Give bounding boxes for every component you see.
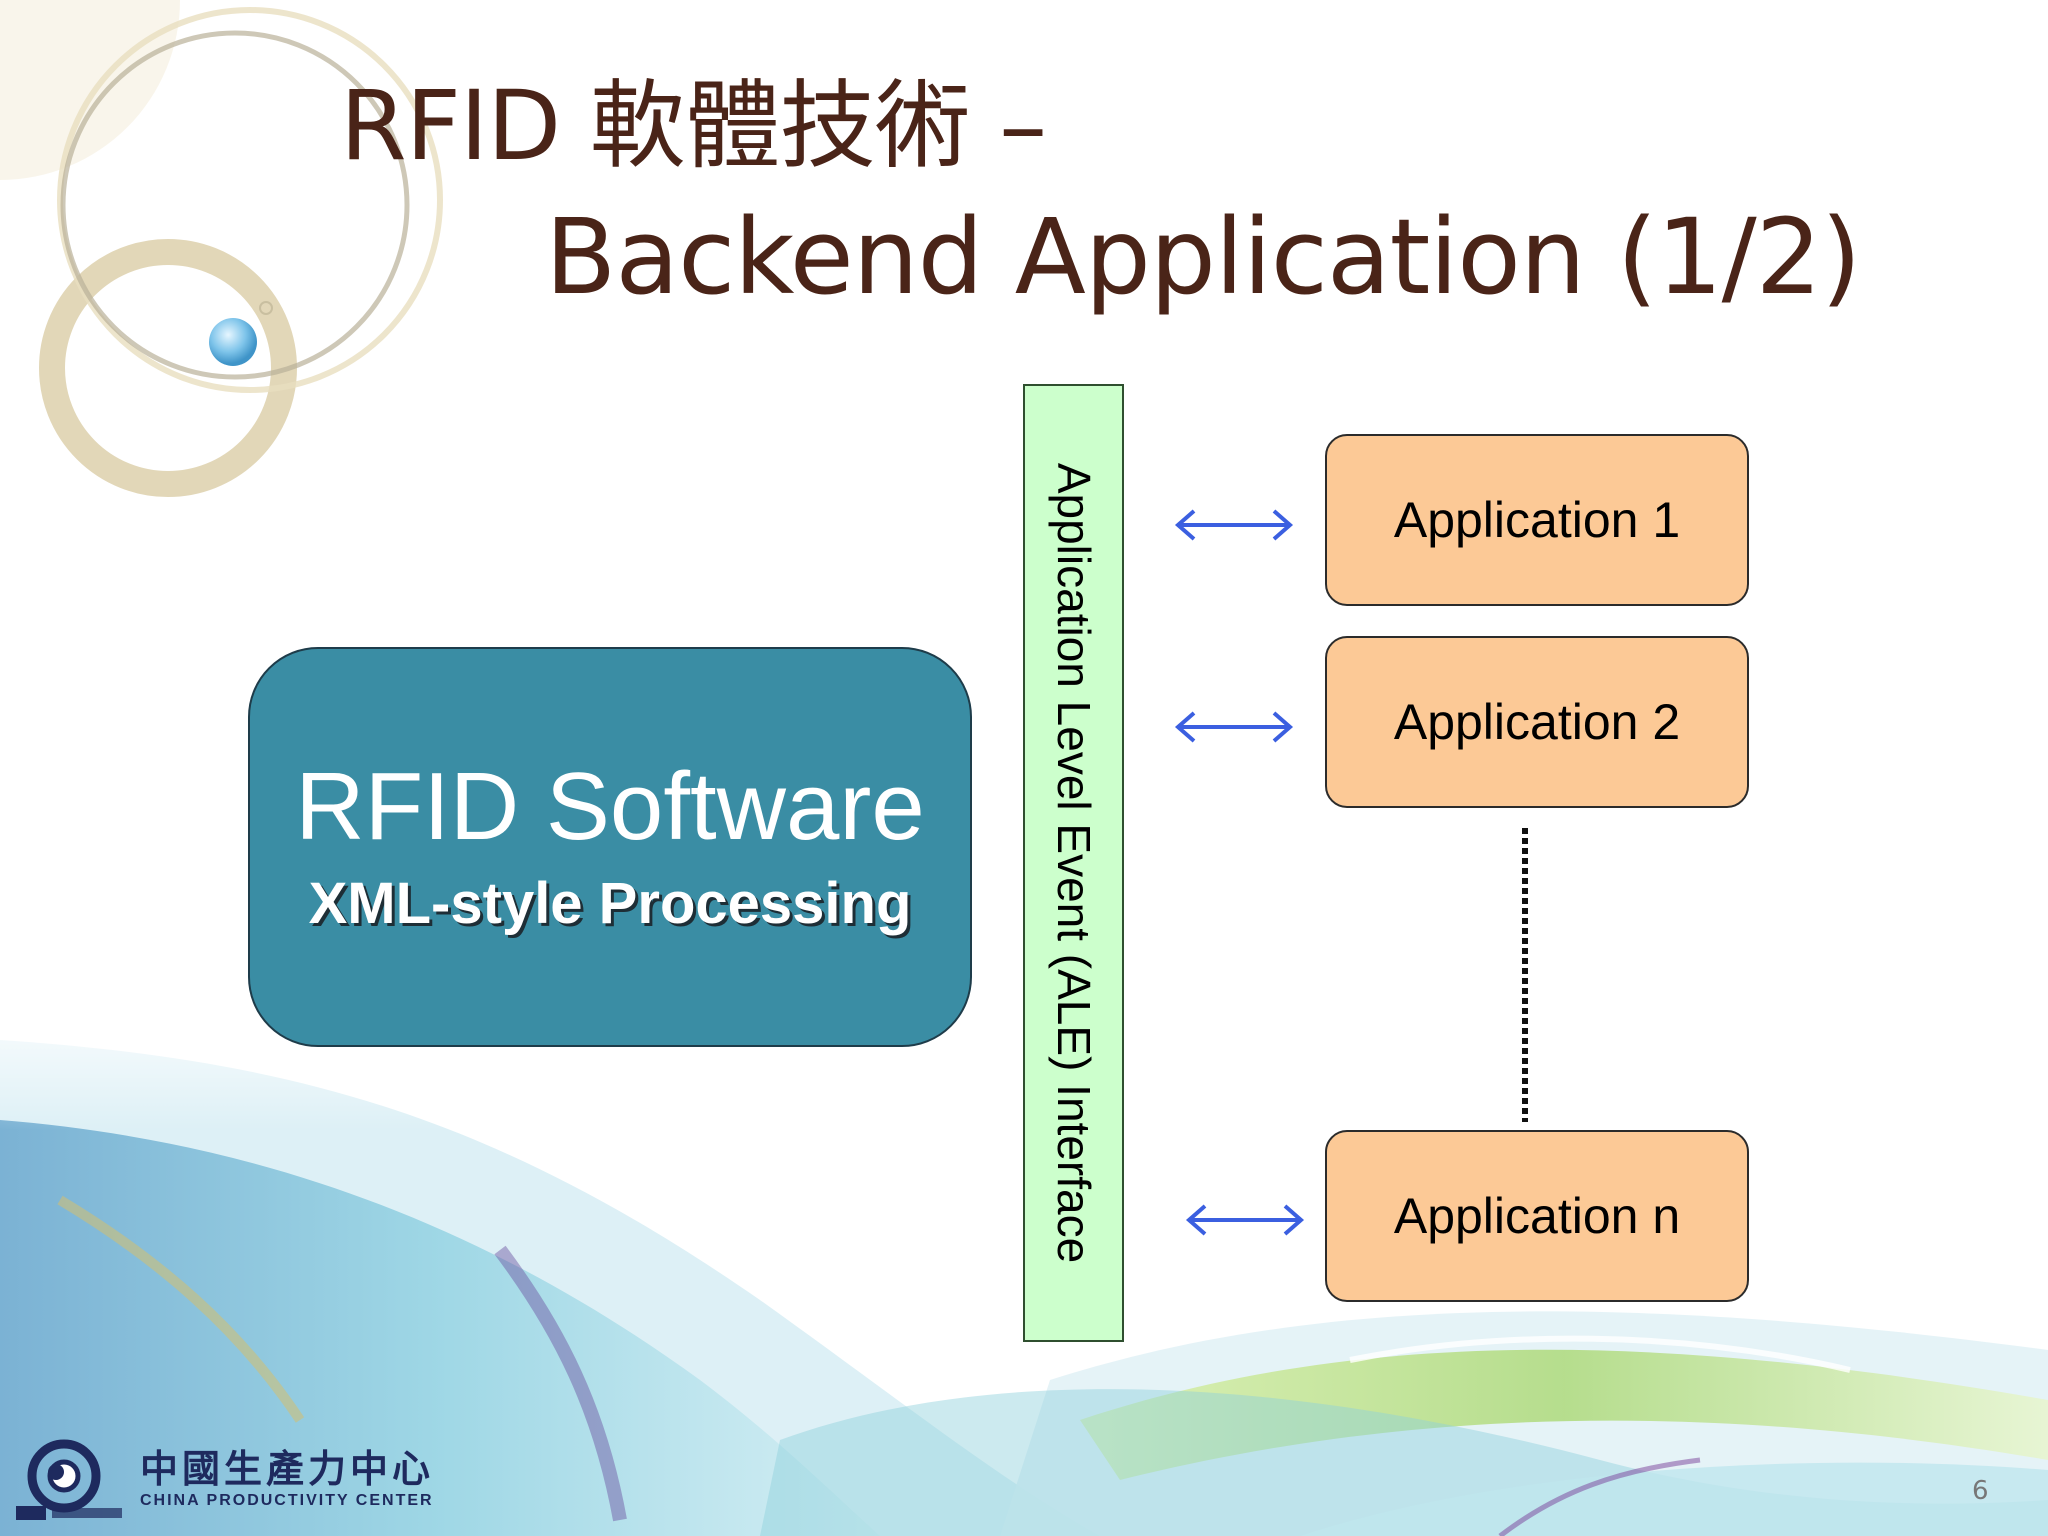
cpc-logo: 中國生產力中心 CHINA PRODUCTIVITY CENTER — [12, 1436, 472, 1526]
slide-title-line2: Backend Application (1/2) — [545, 196, 1861, 318]
software-box-title: RFID Software — [295, 753, 925, 860]
application-box-n: Application n — [1325, 1130, 1749, 1302]
cpc-logo-mark-icon — [16, 1439, 122, 1520]
ale-interface-label: Application Level Event (ALE) Interface — [1047, 462, 1100, 1264]
double-arrow-icon — [1174, 711, 1294, 743]
logo-chinese-name: 中國生產力中心 — [140, 1447, 435, 1491]
double-arrow-icon — [1185, 1204, 1305, 1236]
application-label: Application n — [1393, 1188, 1681, 1244]
slide-title-line1: RFID 軟體技術 – — [340, 70, 1047, 182]
application-box-2: Application 2 — [1325, 636, 1749, 808]
application-label: Application 1 — [1393, 492, 1681, 548]
rfid-software-box: RFID Software XML-style Processing — [248, 647, 972, 1047]
dotted-continuation-line — [1522, 828, 1528, 1122]
decorative-rings — [0, 0, 443, 497]
page-number: 6 — [1972, 1476, 1989, 1506]
double-arrow-icon — [1174, 509, 1294, 541]
ale-interface-bar: Application Level Event (ALE) Interface — [1023, 384, 1124, 1342]
logo-english-name: CHINA PRODUCTIVITY CENTER — [140, 1492, 434, 1509]
application-box-1: Application 1 — [1325, 434, 1749, 606]
application-label: Application 2 — [1393, 694, 1681, 750]
software-box-subtitle: XML-style Processing — [308, 871, 912, 936]
